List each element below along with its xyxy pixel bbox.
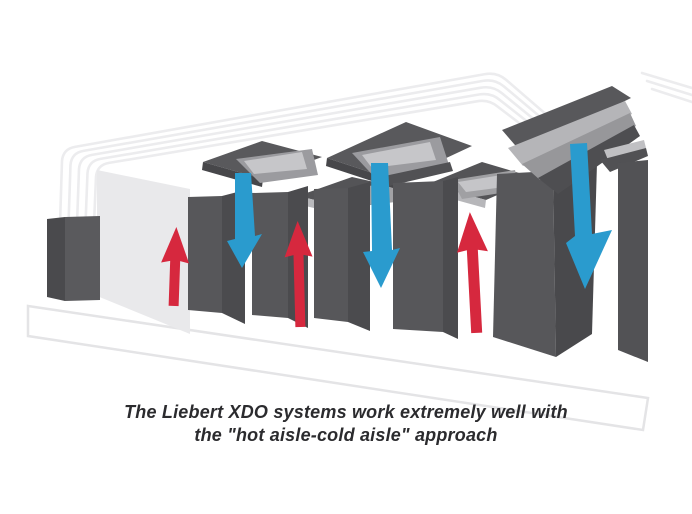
rack-front: [65, 216, 100, 301]
hot-air-arrow-1: [161, 227, 190, 307]
cooling-unit-lip: [380, 162, 453, 187]
server-rack-3: [314, 182, 370, 331]
rack-front: [493, 171, 556, 357]
cooling-unit-vent: [362, 142, 436, 168]
caption-line-1: The Liebert XDO systems work extremely w…: [124, 402, 568, 422]
cold-air-arrows: [227, 143, 612, 289]
cold-air-arrow-3: [566, 143, 612, 289]
server-rack-far-left: [47, 216, 100, 301]
cooling-unit-5: [502, 86, 648, 194]
cooling-unit-vent: [604, 140, 646, 160]
cooling-unit-lip: [538, 125, 640, 194]
cooling-unit-top-panel: [502, 86, 631, 152]
rack-front: [252, 192, 288, 318]
cooling-unit-vent: [244, 152, 307, 174]
server-rack-4: [393, 177, 458, 339]
hot-air-arrow-2: [284, 221, 313, 328]
cooling-unit-vent: [508, 101, 632, 166]
rack-front: [314, 188, 348, 322]
server-rack-6: [618, 160, 648, 362]
rack-front: [188, 196, 222, 313]
rack-side: [443, 177, 458, 339]
rack-front: [393, 181, 443, 332]
cooling-unit-1: [202, 141, 322, 187]
hot-air-arrow-3: [456, 212, 488, 334]
floor-outline: [26, 304, 650, 432]
rack-side: [47, 217, 65, 301]
cold-air-arrow-1: [227, 173, 262, 268]
cooling-unit-lip: [600, 148, 648, 172]
hot-air-arrows: [161, 212, 488, 334]
caption: The Liebert XDO systems work extremely w…: [66, 401, 626, 447]
cold-air-arrow-2: [363, 163, 400, 288]
caption-line-2: the "hot aisle-cold aisle" approach: [194, 425, 498, 445]
wall-panel: [97, 170, 190, 334]
rack-side: [348, 182, 370, 331]
rack-front: [618, 160, 648, 362]
